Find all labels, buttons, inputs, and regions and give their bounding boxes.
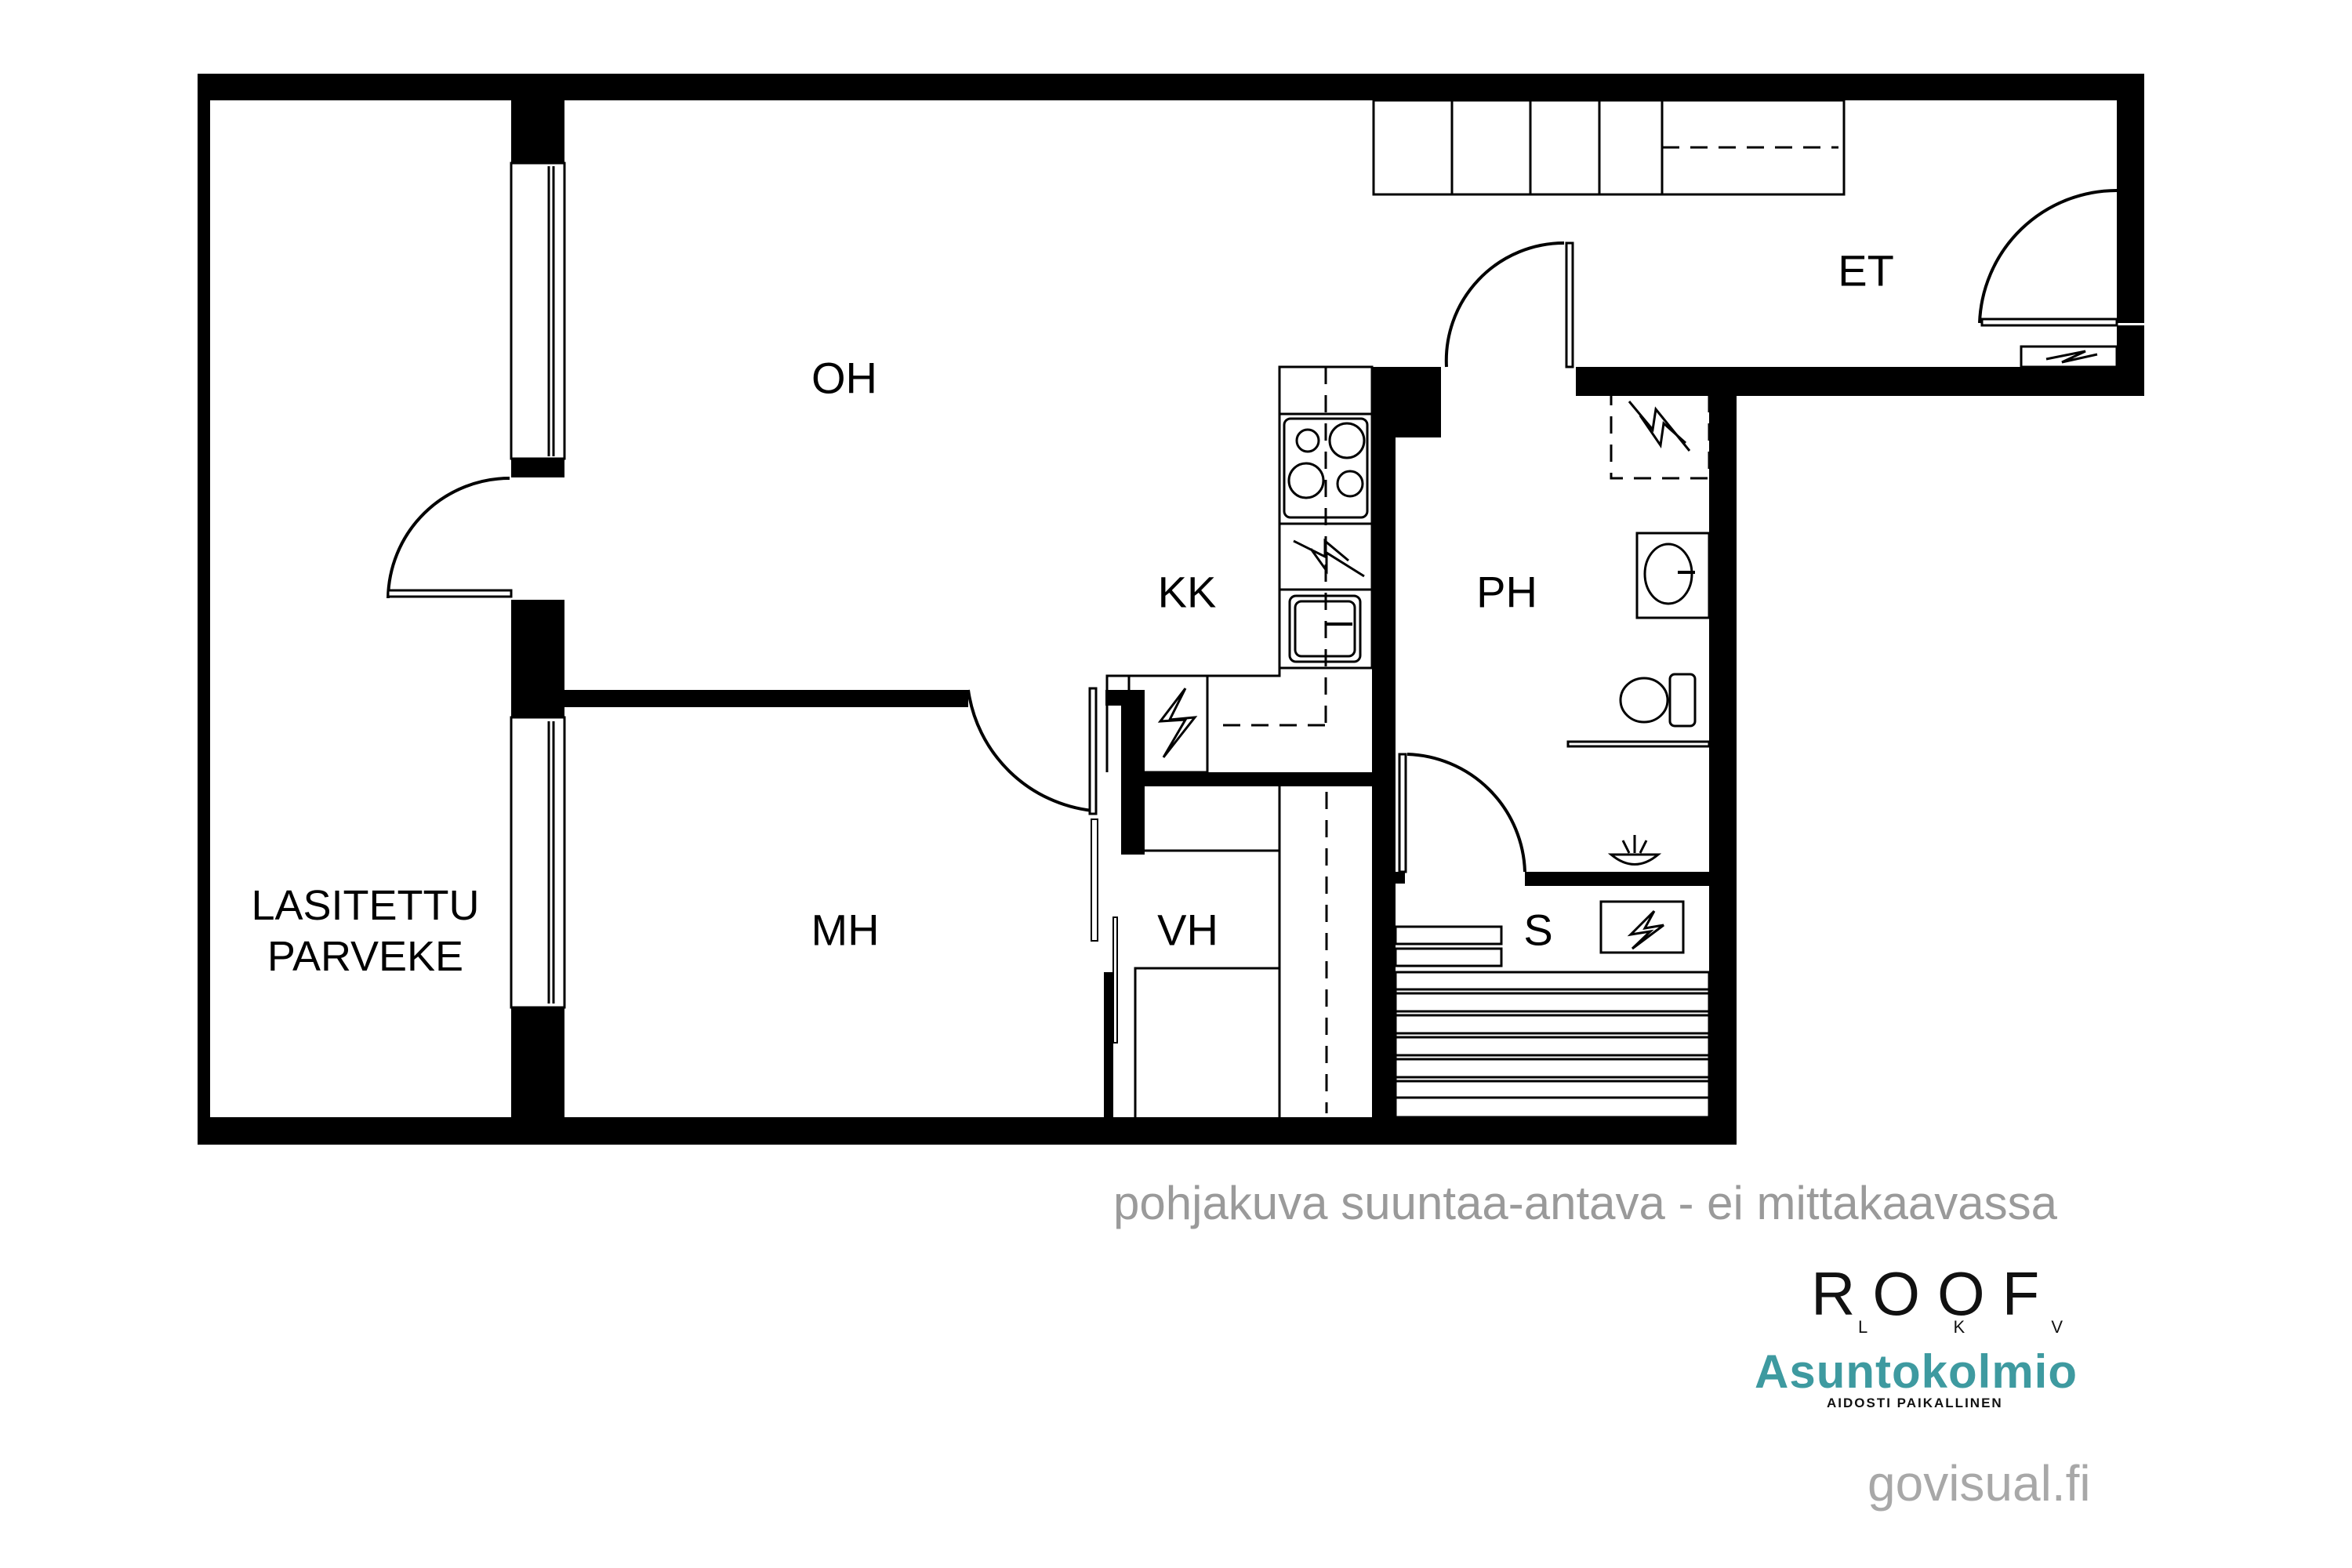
roof-logo-sub: L K V	[1858, 1317, 2103, 1337]
room-label-kk: KK	[1157, 567, 1217, 617]
govisual-watermark: govisual.fi	[1867, 1455, 2091, 1512]
room-label-oh: OH	[811, 353, 877, 403]
scale-disclaimer: pohjakuva suuntaa-antava - ei mittakaava…	[1113, 1177, 2058, 1229]
asuntokolmio-tagline: AIDOSTI PAIKALLINEN	[1827, 1396, 2003, 1410]
asuntokolmio-logo: Asuntokolmio	[1755, 1345, 2078, 1398]
room-label-vh: VH	[1157, 905, 1218, 955]
wardrobe	[1134, 786, 1328, 1117]
staircase	[1372, 99, 1846, 196]
room-label-ph: PH	[1476, 567, 1537, 617]
room-label-mh: MH	[811, 905, 880, 955]
windows	[510, 162, 566, 1009]
sauna-benches	[1394, 900, 1711, 1119]
doors	[387, 189, 2118, 1044]
electrical-panel	[2020, 345, 2118, 368]
walls	[198, 74, 2144, 1145]
roof-logo: ROOF	[1811, 1259, 2057, 1328]
balcony-label-line2: PARVEKE	[267, 933, 464, 980]
room-label-et: ET	[1838, 245, 1894, 296]
room-label-s: S	[1523, 905, 1553, 955]
room-label-balcony: LASITETTU PARVEKE	[251, 880, 479, 982]
kitchen-counter	[1105, 365, 1374, 774]
balcony-label-line1: LASITETTU	[251, 882, 480, 930]
bathroom-fixtures	[1566, 379, 1711, 866]
